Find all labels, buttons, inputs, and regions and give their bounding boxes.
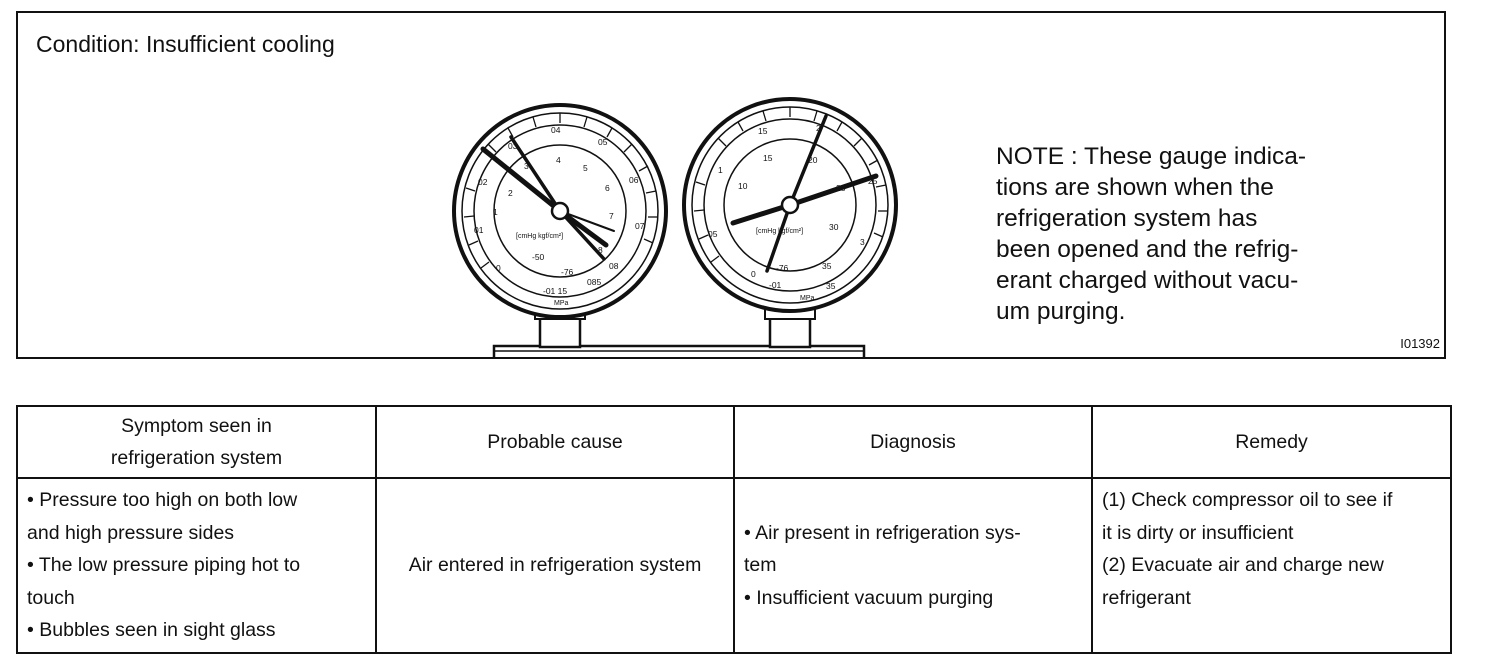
note-line: um purging. [996,298,1126,325]
note-line: erant charged without vacu- [996,267,1299,294]
svg-text:15: 15 [763,153,773,163]
note-line: NOTE : These gauge indica- [996,143,1307,170]
figure-id: I01392 [1400,336,1440,351]
diagnosis-table: Symptom seen in refrigeration system Pro… [16,405,1452,654]
svg-text:5: 5 [583,163,588,173]
svg-text:08: 08 [609,261,619,271]
header-diagnosis: Diagnosis [733,405,1093,479]
gauge-figure: Condition: Insufficient cooling [16,11,1446,359]
table-header-row: Symptom seen in refrigeration system Pro… [16,405,1452,479]
svg-text:25: 25 [868,176,878,186]
svg-text:-76: -76 [561,267,574,277]
svg-text:1: 1 [718,165,723,175]
svg-text:03: 03 [508,141,518,151]
svg-text:[cmHg kgf/cm²]: [cmHg kgf/cm²] [516,233,563,240]
svg-text:35: 35 [822,261,832,271]
svg-text:01: 01 [474,225,484,235]
svg-text:0: 0 [751,269,756,279]
remedy-line: (1) Check compressor oil to see if [1102,489,1393,511]
svg-text:1: 1 [493,207,498,217]
remedy-line: it is dirty or insufficient [1102,521,1294,544]
condition-title: Condition: Insufficient cooling [36,31,335,57]
note-line: tions are shown when the [996,174,1274,201]
svg-text:30: 30 [829,222,839,232]
svg-text:-50: -50 [532,252,545,262]
svg-text:15: 15 [758,126,768,136]
diagnosis-cell: • Air present in refrigeration sys- tem … [733,477,1093,654]
low-pressure-gauge: 02 03 04 05 06 07 08 085 -01 15 0 01 12 3 4 5 6… [452,103,668,319]
svg-text:4: 4 [556,155,561,165]
svg-text:-76: -76 [776,263,789,273]
svg-text:MPa: MPa [800,295,815,302]
svg-text:05: 05 [708,229,718,239]
svg-text:8: 8 [598,245,603,255]
svg-text:35: 35 [826,281,836,291]
symptom-line: • The low pressure piping hot to [27,554,301,577]
svg-text:-01: -01 [769,280,782,290]
svg-text:07: 07 [635,221,645,231]
symptom-line: • Bubbles seen in sight glass [27,619,276,642]
table-row: • Pressure too high on both low and high… [16,477,1452,654]
svg-text:3: 3 [860,237,865,247]
svg-text:0: 0 [496,263,501,273]
svg-text:10: 10 [738,181,748,191]
symptom-line: • Pressure too high on both low [27,489,298,512]
header-probable-cause: Probable cause [375,405,735,479]
remedy-cell: (1) Check compressor oil to see if it is… [1091,477,1452,654]
header-symptom-line-2: refrigeration system [110,447,283,469]
cause-cell: Air entered in refrigeration system [375,477,735,654]
remedy-line: (2) Evacuate air and charge new [1102,554,1384,576]
symptom-cell: • Pressure too high on both low and high… [16,477,377,654]
svg-text:06: 06 [629,175,639,185]
symptom-line: touch [27,586,75,609]
note-line: been opened and the refrig- [996,236,1299,263]
svg-text:04: 04 [551,125,561,135]
diagnosis-line: • Insufficient vacuum purging [744,586,994,609]
svg-text:05: 05 [598,137,608,147]
svg-text:3: 3 [524,161,529,171]
svg-text:2: 2 [816,123,821,133]
svg-text:085: 085 [587,277,601,287]
note-line: refrigeration system has [996,205,1258,232]
diagnosis-line: tem [744,554,777,577]
svg-text:6: 6 [605,183,610,193]
note-text: NOTE : These gauge indica- tions are sho… [996,141,1341,327]
remedy-line: refrigerant [1102,586,1191,609]
diagnosis-line: • Air present in refrigeration sys- [744,521,1021,544]
svg-text:02: 02 [478,177,488,187]
svg-text:MPa: MPa [554,300,569,307]
svg-text:2: 2 [508,188,513,198]
svg-text:-01 15: -01 15 [543,286,567,296]
header-symptom: Symptom seen in refrigeration system [16,405,377,479]
header-remedy: Remedy [1091,405,1452,479]
header-symptom-line-1: Symptom seen in [121,415,272,437]
symptom-line: and high pressure sides [27,521,235,544]
svg-text:20: 20 [808,155,818,165]
svg-text:7: 7 [609,211,614,221]
